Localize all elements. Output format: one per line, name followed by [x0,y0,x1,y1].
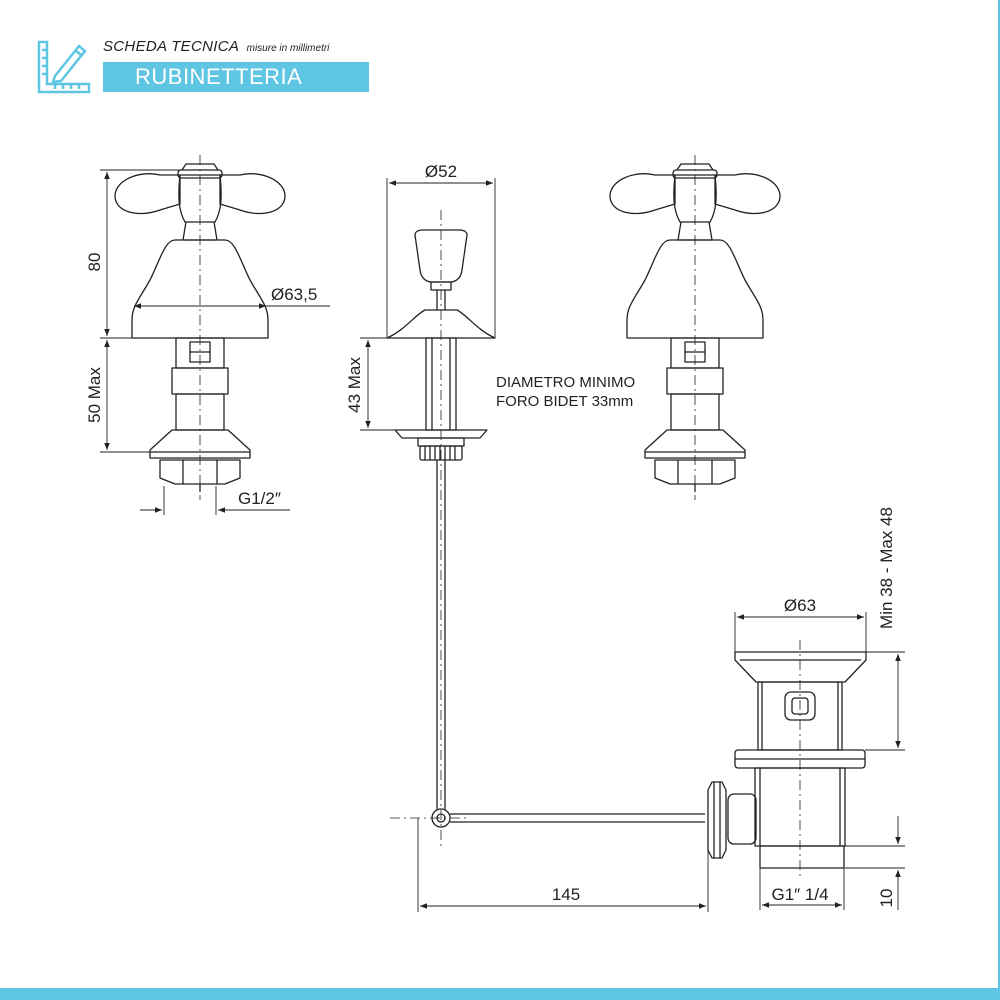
dim-drain-range: Min 38 - Max 48 [877,507,896,629]
dimension-labels: 80 50 Max Ø63,5 G1/2″ Ø52 43 Max Ø63 Min… [85,162,896,907]
ruler-pencil-icon [37,40,91,94]
dim-knob-diameter: Ø52 [425,162,457,181]
note-line-1: DIAMETRO MINIMO [496,374,635,391]
frame-right-line [998,0,1000,1000]
dim-tap-height: 80 [85,253,104,272]
dim-tap-diameter: Ø63,5 [271,285,317,304]
dim-tap-thread: G1/2″ [238,489,281,508]
frame-bottom-bar [0,988,1000,1000]
dim-drain-thread: G1″ 1/4 [771,885,828,904]
note-line-2: FORO BIDET 33mm [496,393,633,410]
category-banner: RUBINETTERIA [103,62,369,92]
title-line: SCHEDA TECNICA misure in millimetri [103,38,329,56]
drain-assembly [707,651,867,869]
dim-drain-bottom: 10 [877,889,896,908]
dim-drain-diameter: Ø63 [784,596,816,615]
page-title: SCHEDA TECNICA [103,38,240,55]
center-knob [386,229,705,828]
dim-rod-length: 145 [552,885,580,904]
centre-lines [199,155,801,880]
dimension-lines [100,169,905,912]
header: SCHEDA TECNICA misure in millimetri RUBI… [35,38,375,98]
page-subtitle: misure in millimetri [246,43,330,54]
dim-tap-base: 50 Max [85,367,104,423]
dim-knob-height: 43 Max [345,357,364,413]
